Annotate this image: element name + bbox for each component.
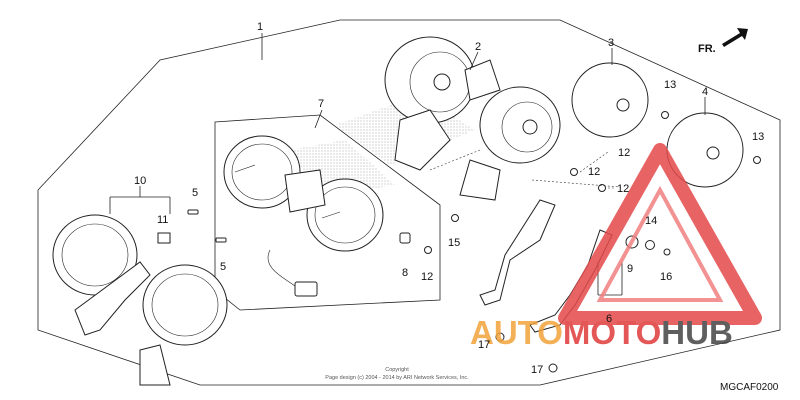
- upper-meter-case: [384, 36, 561, 201]
- copyright-line-1: Copyright: [385, 367, 409, 373]
- watermark-moto: MOTO: [563, 314, 661, 351]
- meter-assembly-7: [223, 135, 384, 297]
- callout-16: 16: [660, 271, 672, 283]
- callout-4: 4: [702, 86, 708, 98]
- callout-12a: 12: [618, 147, 630, 159]
- callout-15: 15: [448, 237, 460, 249]
- callout-7: 7: [318, 98, 324, 110]
- callout-13b: 13: [752, 131, 764, 143]
- callout-5b: 5: [220, 261, 226, 273]
- diagram-code: MGCAF0200: [720, 382, 779, 393]
- callout-9: 9: [627, 263, 633, 275]
- copyright-line-2: Page design (c) 2004 - 2014 by ARI Netwo…: [325, 375, 469, 381]
- callout-5a: 5: [192, 187, 198, 199]
- callout-11: 11: [157, 214, 168, 226]
- callout-3: 3: [608, 37, 614, 49]
- pad-11: [157, 232, 171, 244]
- meter-cover-3: [571, 62, 649, 138]
- arrow-right-icon: [722, 28, 748, 47]
- callout-13a: 13: [664, 79, 676, 91]
- callout-17a: 17: [478, 339, 490, 351]
- callout-6: 6: [606, 313, 612, 325]
- callout-8: 8: [402, 267, 408, 279]
- watermark-auto: AUTO: [470, 314, 563, 351]
- meter-panel-10: [52, 214, 228, 386]
- callout-12b: 12: [588, 166, 600, 178]
- callout-labels: 1 2 3 4 5 5 6 7 8 9 10 11 12 12 12 12 13…: [134, 21, 764, 376]
- callout-14: 14: [645, 215, 657, 227]
- svg-text:FR.: FR.: [698, 43, 716, 55]
- callout-12c: 12: [617, 183, 629, 195]
- callout-10: 10: [134, 175, 146, 187]
- callout-1: 1: [257, 21, 263, 33]
- callout-2: 2: [475, 41, 481, 53]
- watermark: AUTOMOTOHUB: [470, 143, 762, 351]
- callout-17b: 17: [531, 364, 543, 376]
- callout-12d: 12: [421, 271, 433, 283]
- front-direction-indicator: FR.: [698, 28, 748, 55]
- svg-text:AUTOMOTOHUB: AUTOMOTOHUB: [470, 314, 733, 351]
- assembly-outline: [37, 19, 781, 386]
- watermark-hub: HUB: [661, 314, 733, 351]
- warning-triangle-icon: [558, 143, 762, 325]
